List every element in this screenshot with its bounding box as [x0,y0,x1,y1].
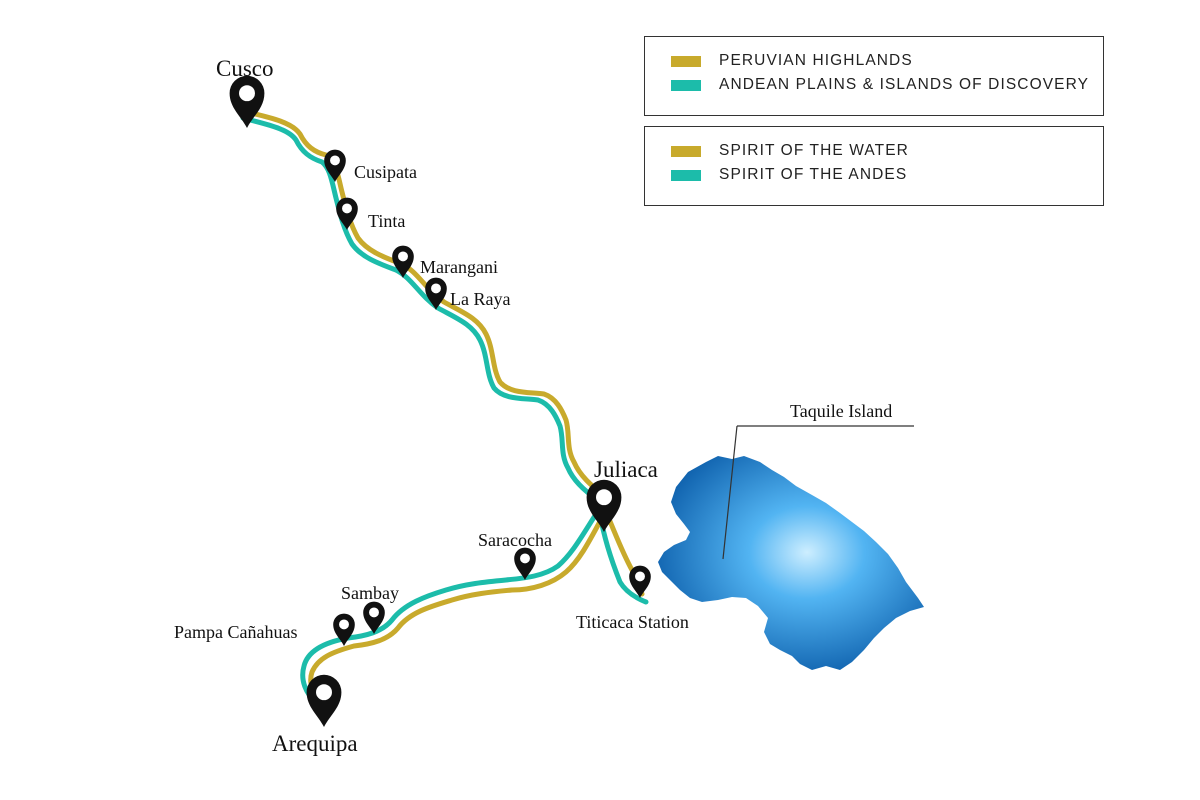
legend-label: SPIRIT OF THE WATER [719,142,909,159]
label-la-raya: La Raya [450,289,510,309]
legend-swatch-teal [671,169,701,181]
map-pin-icon-saracocha [514,547,536,580]
label-saracocha: Saracocha [478,530,552,550]
gold-route-south [308,511,607,705]
stop-markers [229,75,651,727]
teal-route-north [240,115,601,503]
label-sambay: Sambay [341,583,399,603]
legend-swatch-gold [671,145,701,157]
legend-label: ANDEAN PLAINS & ISLANDS OF DISCOVERY [719,76,1090,93]
map-pin-icon-pampa-canahuas [333,613,355,646]
map-pin-icon-juliaca [586,479,622,532]
label-titicaca-station: Titicaca Station [576,612,689,632]
map-pin-icon-marangani [392,245,414,278]
map-pin-icon-titicaca-station [629,565,651,598]
map-pin-icon-tinta [336,197,358,230]
legend-item-peruvian-highlands: PERUVIAN HIGHLANDS [671,51,913,71]
legend-box-spirit-routes: SPIRIT OF THE WATER SPIRIT OF THE ANDES [644,126,1104,206]
label-tinta: Tinta [368,211,405,231]
label-marangani: Marangani [420,257,498,277]
legend-swatch-teal [671,79,701,91]
label-arequipa: Arequipa [272,731,358,756]
label-taquile-island: Taquile Island [790,401,892,421]
legend-item-andean-plains: ANDEAN PLAINS & ISLANDS OF DISCOVERY [671,75,1089,95]
map-pin-icon-arequipa [306,674,342,727]
legend-item-spirit-of-the-water: SPIRIT OF THE WATER [671,141,909,161]
label-pampa-canahuas: Pampa Cañahuas [174,622,297,642]
map-pin-icon-cusco [229,75,265,128]
legend-label: PERUVIAN HIGHLANDS [719,52,913,69]
legend-box-train-routes: PERUVIAN HIGHLANDS ANDEAN PLAINS & ISLAN… [644,36,1104,116]
lake-titicaca [658,456,924,670]
legend-label: SPIRIT OF THE ANDES [719,166,908,183]
map-pin-icon-cusipata [324,149,346,182]
map-pin-icon-sambay [363,601,385,634]
gold-route-north [244,109,605,497]
taquile-pointer-line [722,425,738,560]
legend-swatch-gold [671,55,701,67]
map-pin-icon-la-raya [425,277,447,310]
legend-item-spirit-of-the-andes: SPIRIT OF THE ANDES [671,165,907,185]
teal-route-south [300,505,603,705]
label-juliaca: Juliaca [594,457,658,482]
label-cusipata: Cusipata [354,162,417,182]
teal-route-east [597,511,649,605]
label-cusco: Cusco [216,56,274,81]
